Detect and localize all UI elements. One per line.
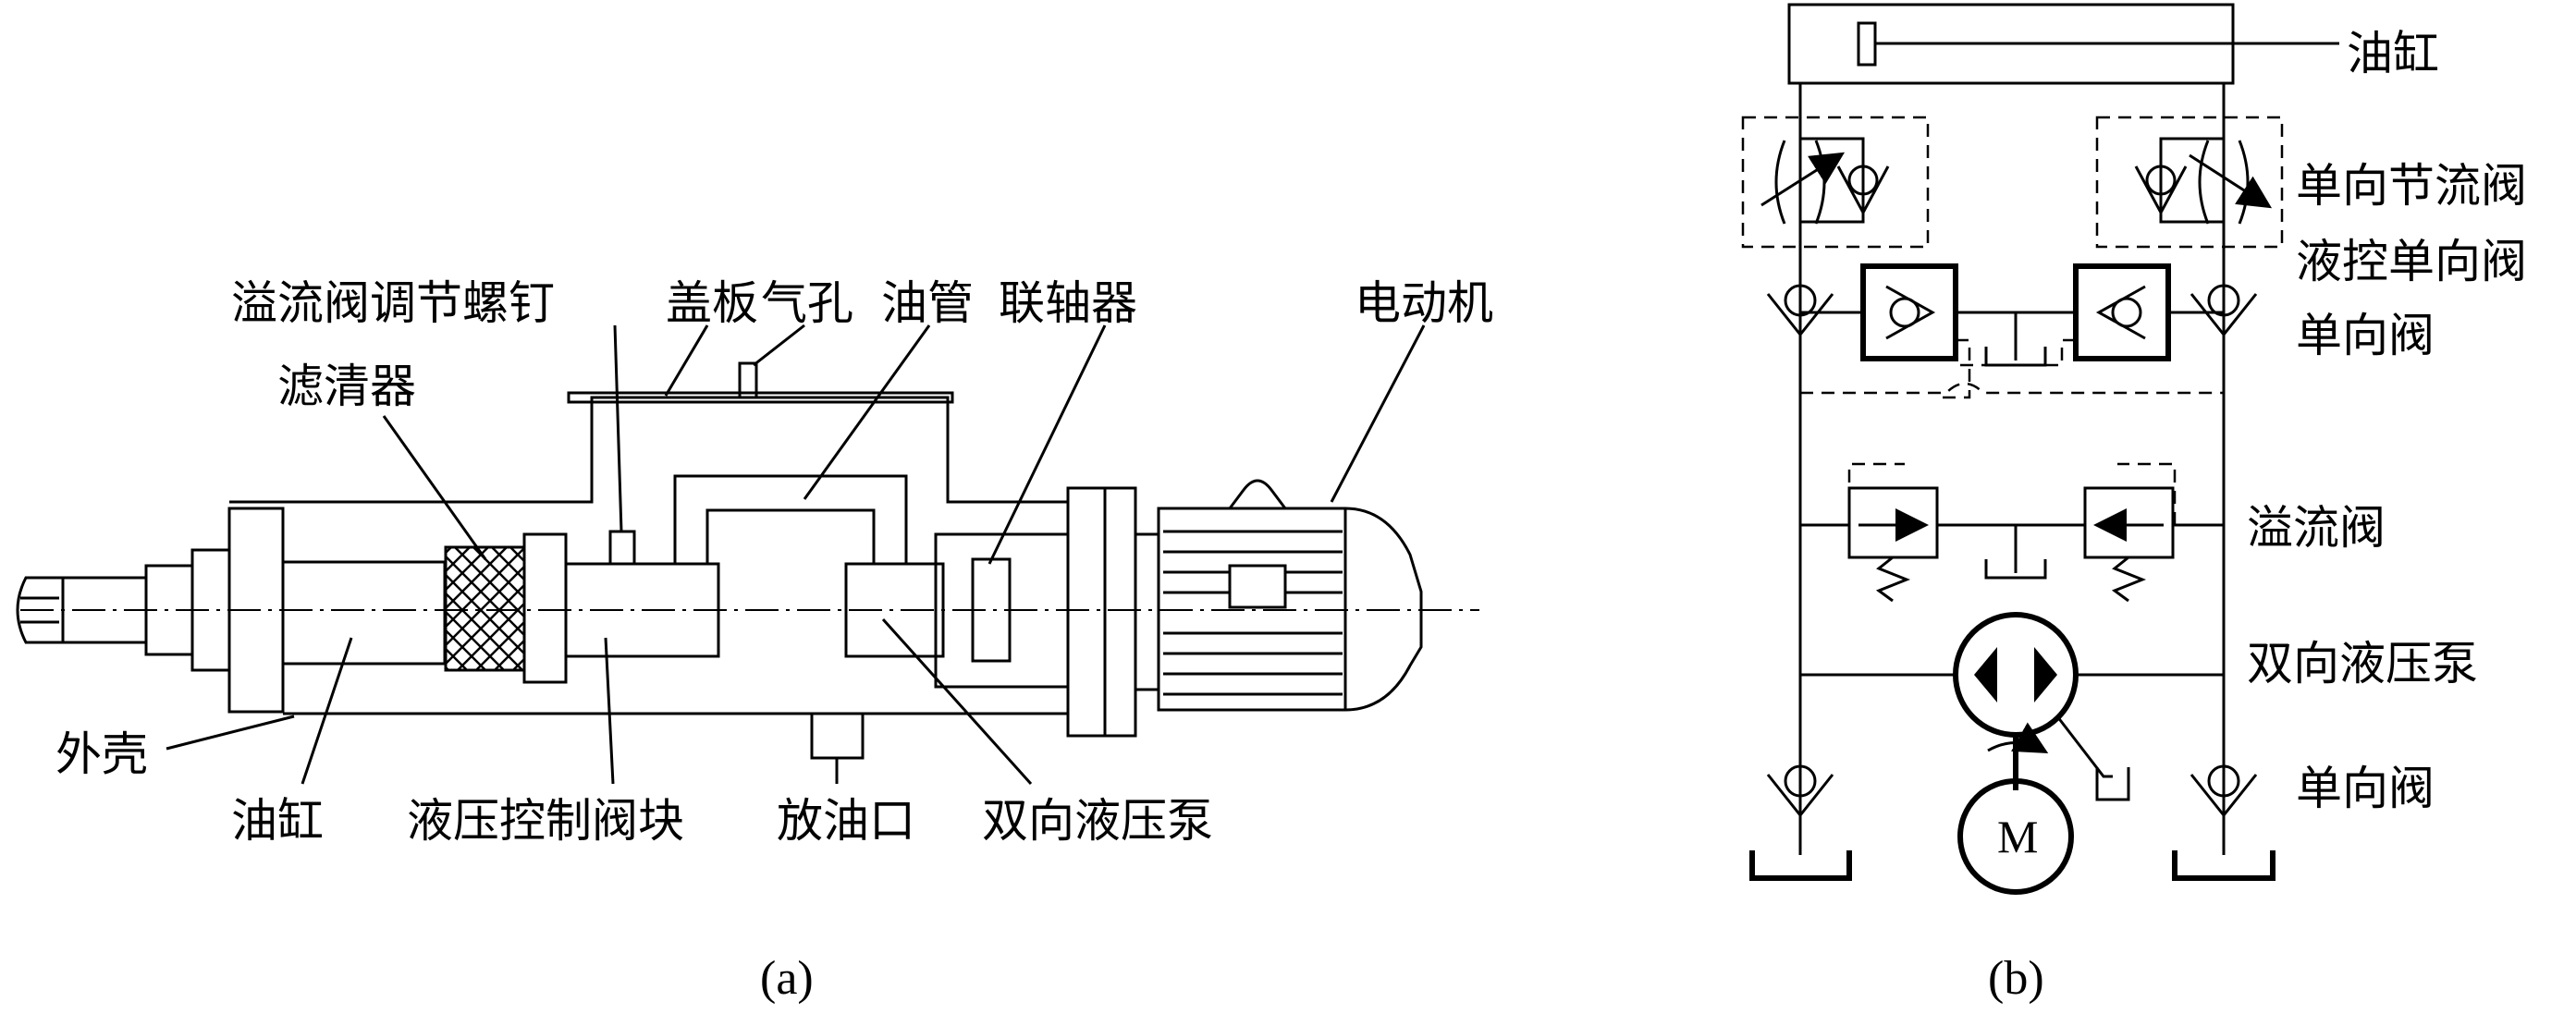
label-check-upper: 单向阀 [2296,309,2435,362]
relief-valve-right [2083,486,2175,559]
leader-lines-a [166,324,1426,786]
label-control-block: 液压控制阀块 [407,794,684,848]
check-valve-lower-left [1766,774,1834,818]
motor-letter: M [1997,811,2038,862]
label-shell: 外壳 [55,727,148,781]
pilot-check-left [1860,263,1958,361]
label-coupling: 联轴器 [999,276,1137,330]
check-valve-upper-left [1766,293,1834,337]
label-cover: 盖板 [666,276,758,330]
electric-motor-symbol [1957,778,2074,895]
label-cylinder-b: 油缸 [2347,27,2439,80]
diagram-a: 溢流阀调节螺钉 盖板 气孔 油管 联轴器 电动机 滤清器 外壳 油缸 液压控制阀… [16,276,1493,1005]
motor-flange [1066,486,1107,738]
throttle-check-right [2095,116,2284,249]
drain-port [810,712,865,760]
motor-fins [1163,530,1343,696]
label-motor: 电动机 [1355,276,1493,330]
label-air-hole: 气孔 [761,276,853,330]
housing [229,396,1068,715]
caption-b: (b) [1988,952,2044,1005]
relief-valve-left [1847,486,1939,559]
check-valve-lower-right [2190,774,2258,818]
diagram-b: M 油缸 单向节流阀 液控单向阀 单向阀 溢流阀 双向液压泵 单向阀 (b) [1741,3,2527,1005]
caption-a: (a) [760,952,814,1005]
motor-body [1157,507,1423,712]
label-pump-b: 双向液压泵 [2247,637,2478,690]
throttle-check-left [1741,116,1930,249]
inner-cylinder [281,560,447,666]
label-filter: 滤清器 [277,360,416,413]
pilot-check-right [2073,263,2171,361]
label-relief: 溢流阀 [2247,501,2386,555]
oil-pipe [673,474,908,564]
label-oil-pipe: 油管 [881,276,974,330]
label-pump-a: 双向液压泵 [982,794,1213,848]
output-shaft [16,576,65,644]
label-check-lower: 单向阀 [2296,762,2435,815]
cover-plate [567,391,954,404]
label-drain: 放油口 [777,794,915,848]
air-hole [738,361,758,399]
filter [444,545,526,672]
check-valve-upper-right [2190,293,2258,337]
label-throttle-check: 单向节流阀 [2296,159,2527,213]
label-cylinder-a: 油缸 [231,794,324,848]
label-relief-screw: 溢流阀调节螺钉 [231,276,555,330]
relief-screw [608,530,636,566]
label-pilot-check: 液控单向阀 [2296,235,2527,288]
